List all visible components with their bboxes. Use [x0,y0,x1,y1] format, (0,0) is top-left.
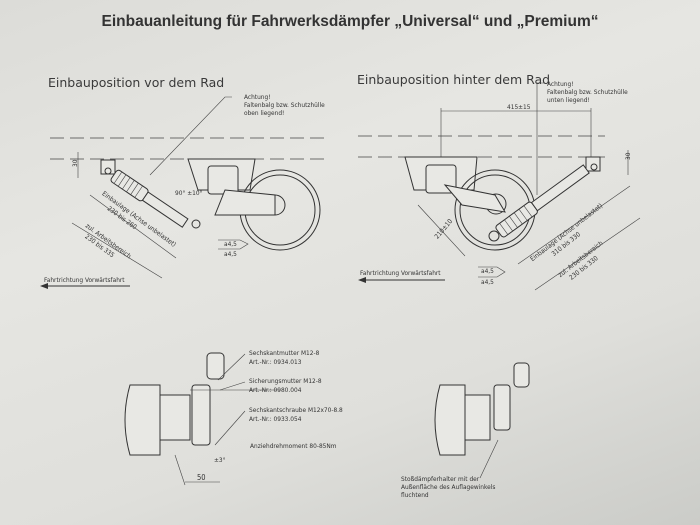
front-note-line: Achtung! [244,93,271,101]
front-dim-30: 30 [71,159,79,167]
dim-line [517,185,631,265]
dim-line [534,217,641,291]
page-title: Einbauanleitung für Fahrwerksdämpfer „Un… [102,13,599,30]
mounting-detail-right: Stoßdämpferhalter mit der Außenfläche de… [401,362,530,499]
brake-drum-side [124,384,161,456]
brake-drum-side [434,384,466,456]
shock-absorber-side [191,384,211,446]
part-name: Sicherungsmutter M12-8 [249,377,322,385]
swing-arm [443,184,506,213]
part-name: Sechskantmutter M12-8 [249,349,320,357]
dim-50: 50 [197,473,206,482]
part-art-nr: Art.-Nr.: 0934.013 [249,358,302,366]
rear-position-diagram: Einbauposition hinter dem Rad Achtung! F… [357,72,641,291]
swing-arm [214,189,276,216]
rear-weld-1: a4,5 [481,267,494,275]
rear-dim-30: 30 [624,152,632,160]
note-leader [149,96,232,176]
leader-line [479,439,499,479]
rear-direction-label: Fahrtrichtung Vorwärtsfahrt [360,269,441,277]
mount-bolt [104,167,112,175]
axle-tube [159,394,191,441]
part-art-nr: Art.-Nr.: 0980.004 [249,386,302,394]
angle-3: ±3° [214,456,226,464]
leader-line [214,410,246,446]
frame-profile [513,362,530,388]
axle-tube [464,394,491,441]
front-position-diagram: Einbauposition vor dem Rad Achtung! Falt… [40,75,328,289]
mount-bolt [590,163,598,171]
front-weld-2: a4,5 [224,250,237,258]
rear-note-line: unten liegend! [547,96,590,104]
front-direction-label: Fahrtrichtung Vorwärtsfahrt [44,276,125,284]
frame-profile [206,352,225,380]
leader-line [217,353,246,381]
mount-bolt [488,230,500,242]
shock-absorber-side [493,384,511,431]
front-heading: Einbauposition vor dem Rad [48,75,224,90]
rear-dim-415: 415±15 [507,103,531,111]
mount-note-line: Außenfläche des Auflagewinkels [401,483,495,491]
dim-line [417,204,466,257]
weld-symbol [478,266,506,278]
mount-note-line: fluchtend [401,491,429,499]
dim-line [174,454,186,486]
damper-bracket [100,159,116,175]
shock-absorber [495,164,590,238]
torque-spec: Anziehdrehmoment 80-85Nm [250,442,337,450]
front-note-line: Faltenbalg bzw. Schutzhülle [244,101,325,109]
rubber-axle [207,165,239,195]
leader-line [219,381,246,391]
weld-symbol [218,239,249,250]
dim-line [71,222,163,279]
mount-note-line: Stoßdämpferhalter mit der [401,475,480,483]
mounting-detail-left: 50 ±3° Sechskantmutter M12-8 Art.-Nr.: 0… [124,349,343,486]
front-note-line: oben liegend! [244,109,284,117]
part-art-nr: Art.-Nr.: 0933.054 [249,415,302,423]
rear-note-line: Faltenbalg bzw. Schutzhülle [547,88,628,96]
rear-note-line: Achtung! [547,80,574,88]
rear-dim-210: 210±10 [433,217,454,240]
note-leader [536,82,545,195]
rear-weld-2: a4,5 [481,278,494,286]
shock-absorber [110,169,189,228]
part-name: Sechskantschraube M12x70-8.8 [249,406,343,414]
arrow-left-icon [358,277,366,283]
front-angle: 90° ±10° [175,189,203,197]
arrow-left-icon [40,283,48,289]
dim-line [89,194,177,259]
rear-heading: Einbauposition hinter dem Rad [357,72,550,87]
mount-bolt [191,219,201,229]
front-weld-1: a4,5 [224,240,237,248]
